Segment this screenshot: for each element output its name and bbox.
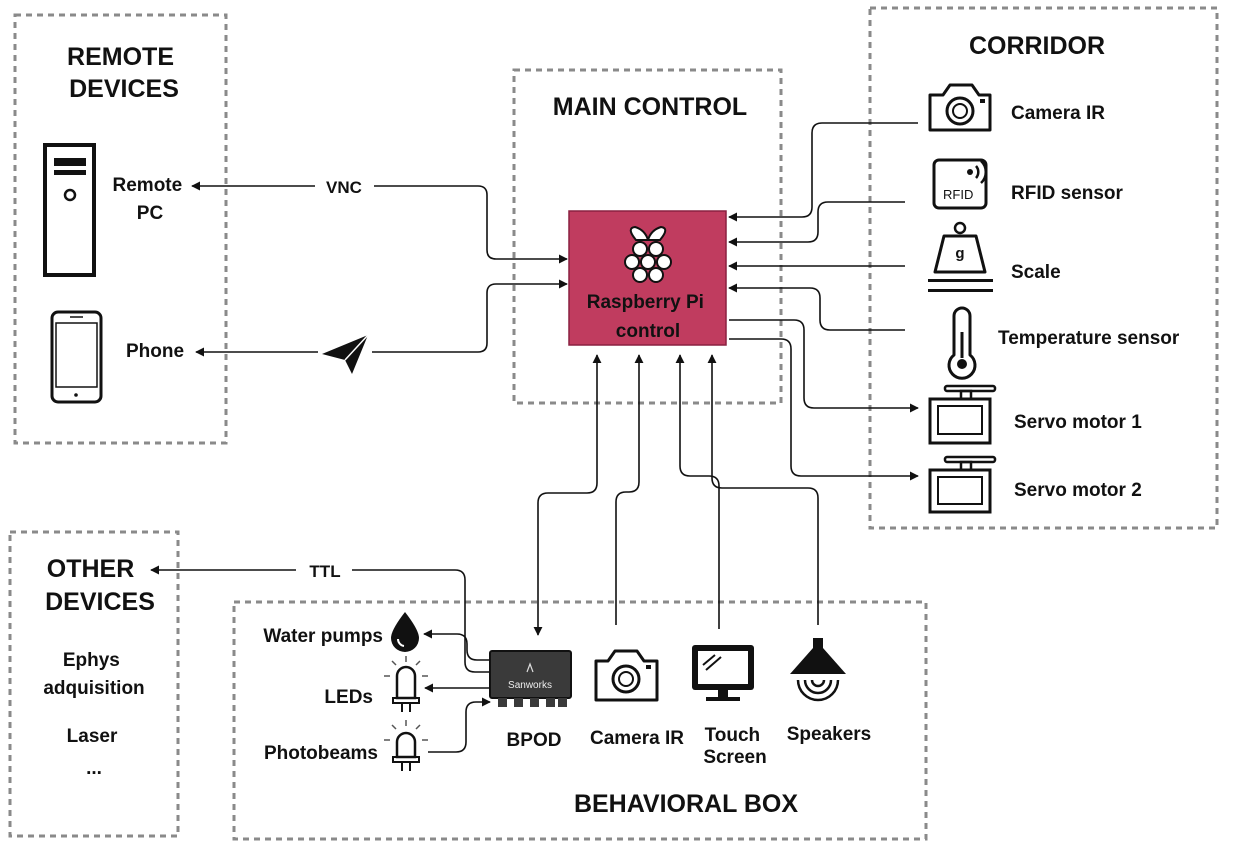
corridor-camera-wire — [728, 122, 918, 222]
corridor-box — [868, 6, 1219, 530]
rfid-sensor-icon: RFID — [932, 158, 988, 210]
leds-label: LEDs — [324, 687, 373, 708]
photobeam-icon — [384, 720, 428, 771]
rfid-wire — [728, 201, 905, 247]
scale-label: Scale — [1011, 262, 1061, 283]
water-pumps-label: Water pumps — [263, 626, 383, 647]
raspberry-pi-box — [568, 210, 727, 346]
laser-label: Laser — [67, 726, 118, 747]
behavioral-camera-label: Camera IR — [590, 728, 684, 749]
led-icon — [384, 656, 428, 712]
servo-motor-2-label: Servo motor 2 — [1014, 480, 1142, 501]
behavioral-box-title: BEHAVIORAL BOX — [574, 790, 798, 818]
bpod-label: BPOD — [507, 730, 562, 751]
rfid-sensor-label: RFID sensor — [1011, 183, 1124, 204]
servo-motor-1-wire — [729, 319, 919, 413]
svg-text:RFID: RFID — [943, 187, 973, 202]
behavioral-camera-wire — [615, 354, 644, 625]
main-control-box — [512, 68, 783, 405]
smartphone-icon — [50, 310, 103, 404]
touch-screen-icon — [692, 645, 754, 701]
desktop-pc-icon — [43, 143, 96, 277]
speaker-icon — [790, 638, 846, 702]
svg-text:Sanworks: Sanworks — [508, 680, 552, 691]
raspberry-pi-label: Raspberry Pi control — [587, 292, 710, 342]
telegram-connection-line-right — [372, 279, 568, 353]
behavioral-camera-icon — [594, 649, 659, 702]
servo-motor-2-icon — [928, 455, 997, 514]
telegram-icon — [322, 334, 369, 374]
photobeams-wire — [428, 697, 491, 753]
touch-screen-wire — [675, 354, 720, 629]
ttl-label: TTL — [309, 562, 340, 581]
bpod-icon: Sanworks — [489, 650, 572, 707]
temperature-wire — [728, 283, 905, 331]
vnc-label: VNC — [326, 178, 362, 197]
raspberry-pi-icon — [624, 225, 672, 283]
vnc-connection-line — [192, 186, 567, 259]
corridor-title: CORRIDOR — [969, 32, 1105, 60]
svg-text:g: g — [955, 245, 964, 262]
servo-motor-1-icon — [928, 384, 997, 445]
other-devices-box — [8, 530, 180, 838]
touch-screen-label: Touch Screen — [703, 725, 766, 768]
more-devices-label: ... — [86, 758, 102, 779]
speakers-label: Speakers — [787, 724, 872, 745]
servo-motor-2-wire — [729, 338, 919, 481]
bpod-wire — [533, 354, 602, 636]
ephys-label: Ephys adquisition — [43, 650, 144, 699]
thermometer-icon — [947, 306, 977, 380]
water-drop-icon — [391, 612, 419, 652]
corridor-camera-label: Camera IR — [1011, 103, 1105, 124]
main-control-title: MAIN CONTROL — [553, 93, 747, 121]
photobeams-label: Photobeams — [264, 743, 378, 764]
remote-pc-label: Remote PC — [113, 175, 188, 224]
water-pumps-wire — [423, 629, 490, 661]
remote-devices-title: REMOTE DEVICES — [67, 43, 181, 103]
servo-motor-1-label: Servo motor 1 — [1014, 412, 1142, 433]
corridor-camera-icon — [928, 83, 992, 132]
speakers-wire — [707, 354, 819, 625]
temperature-sensor-label: Temperature sensor — [998, 328, 1180, 349]
other-devices-title: OTHER DEVICES — [45, 555, 155, 616]
phone-label: Phone — [126, 341, 184, 362]
ttl-connection-line-right — [352, 569, 490, 673]
scale-icon: g — [928, 221, 993, 292]
